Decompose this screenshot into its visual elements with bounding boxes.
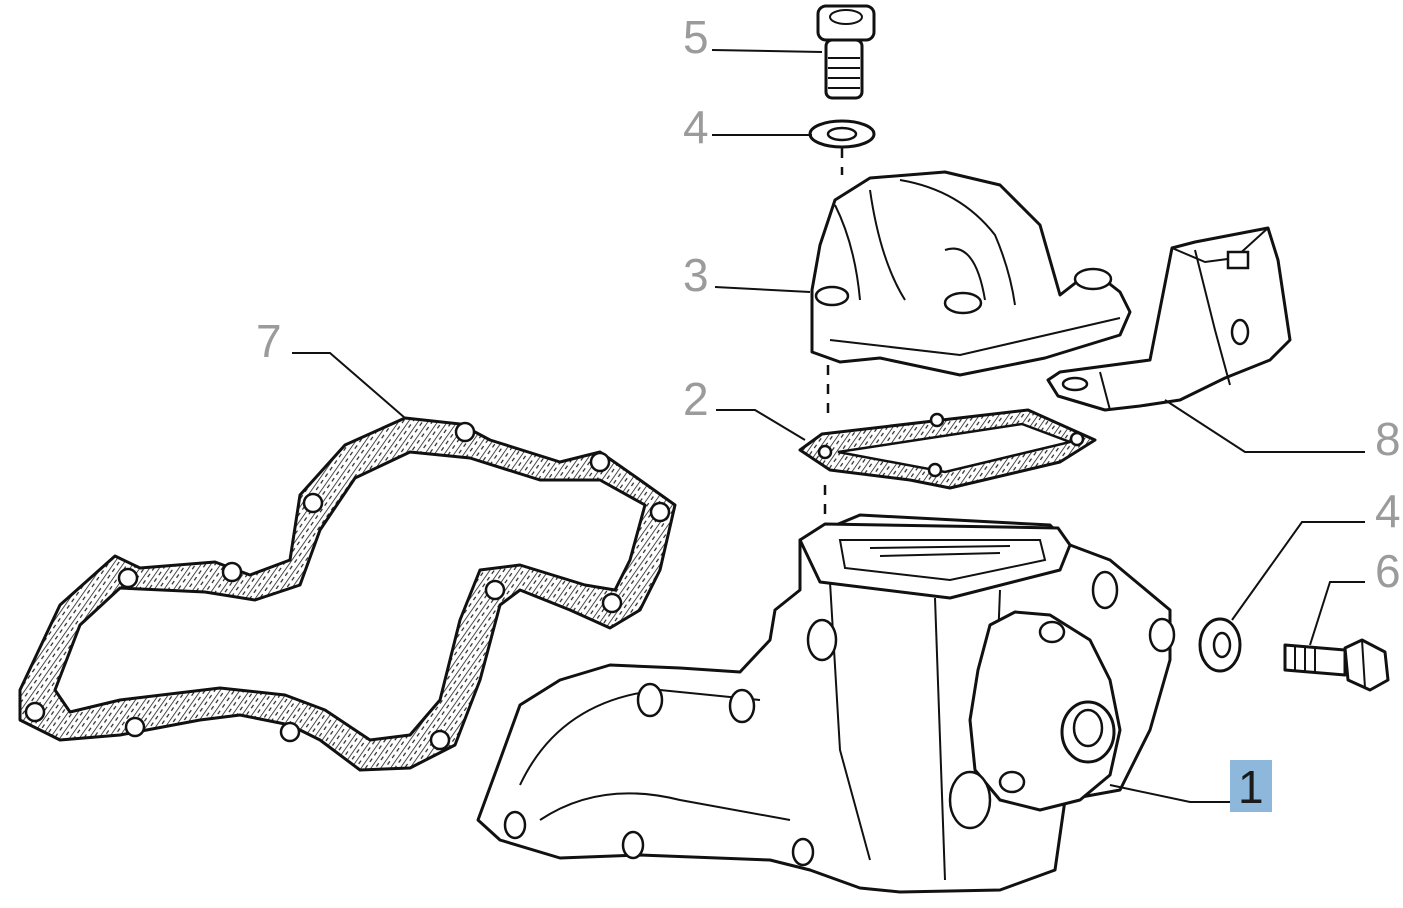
leader-lines	[292, 49, 1365, 803]
callout-5[interactable]: 5	[683, 11, 709, 63]
callout-2[interactable]: 2	[683, 373, 709, 425]
bolt-right-part-6	[1283, 638, 1390, 692]
washer-top-part-4	[808, 119, 876, 149]
outlet-housing-part-3	[810, 170, 1132, 377]
callout-1-highlighted[interactable]: 1	[1230, 760, 1272, 812]
callout-7[interactable]: 7	[256, 315, 282, 367]
washer-right-part-4	[1198, 617, 1242, 673]
callout-4-top[interactable]: 4	[683, 101, 709, 153]
gasket-small-part-2	[798, 408, 1097, 490]
callout-4-right[interactable]: 4	[1375, 485, 1401, 537]
bracket-part-8	[1046, 226, 1292, 412]
callout-8[interactable]: 8	[1375, 413, 1401, 465]
callout-3[interactable]: 3	[683, 249, 709, 301]
bolt-part-5	[816, 4, 876, 100]
water-pump-body-part-1	[476, 513, 1176, 894]
callout-6[interactable]: 6	[1375, 545, 1401, 597]
gasket-large-part-7	[18, 416, 677, 772]
